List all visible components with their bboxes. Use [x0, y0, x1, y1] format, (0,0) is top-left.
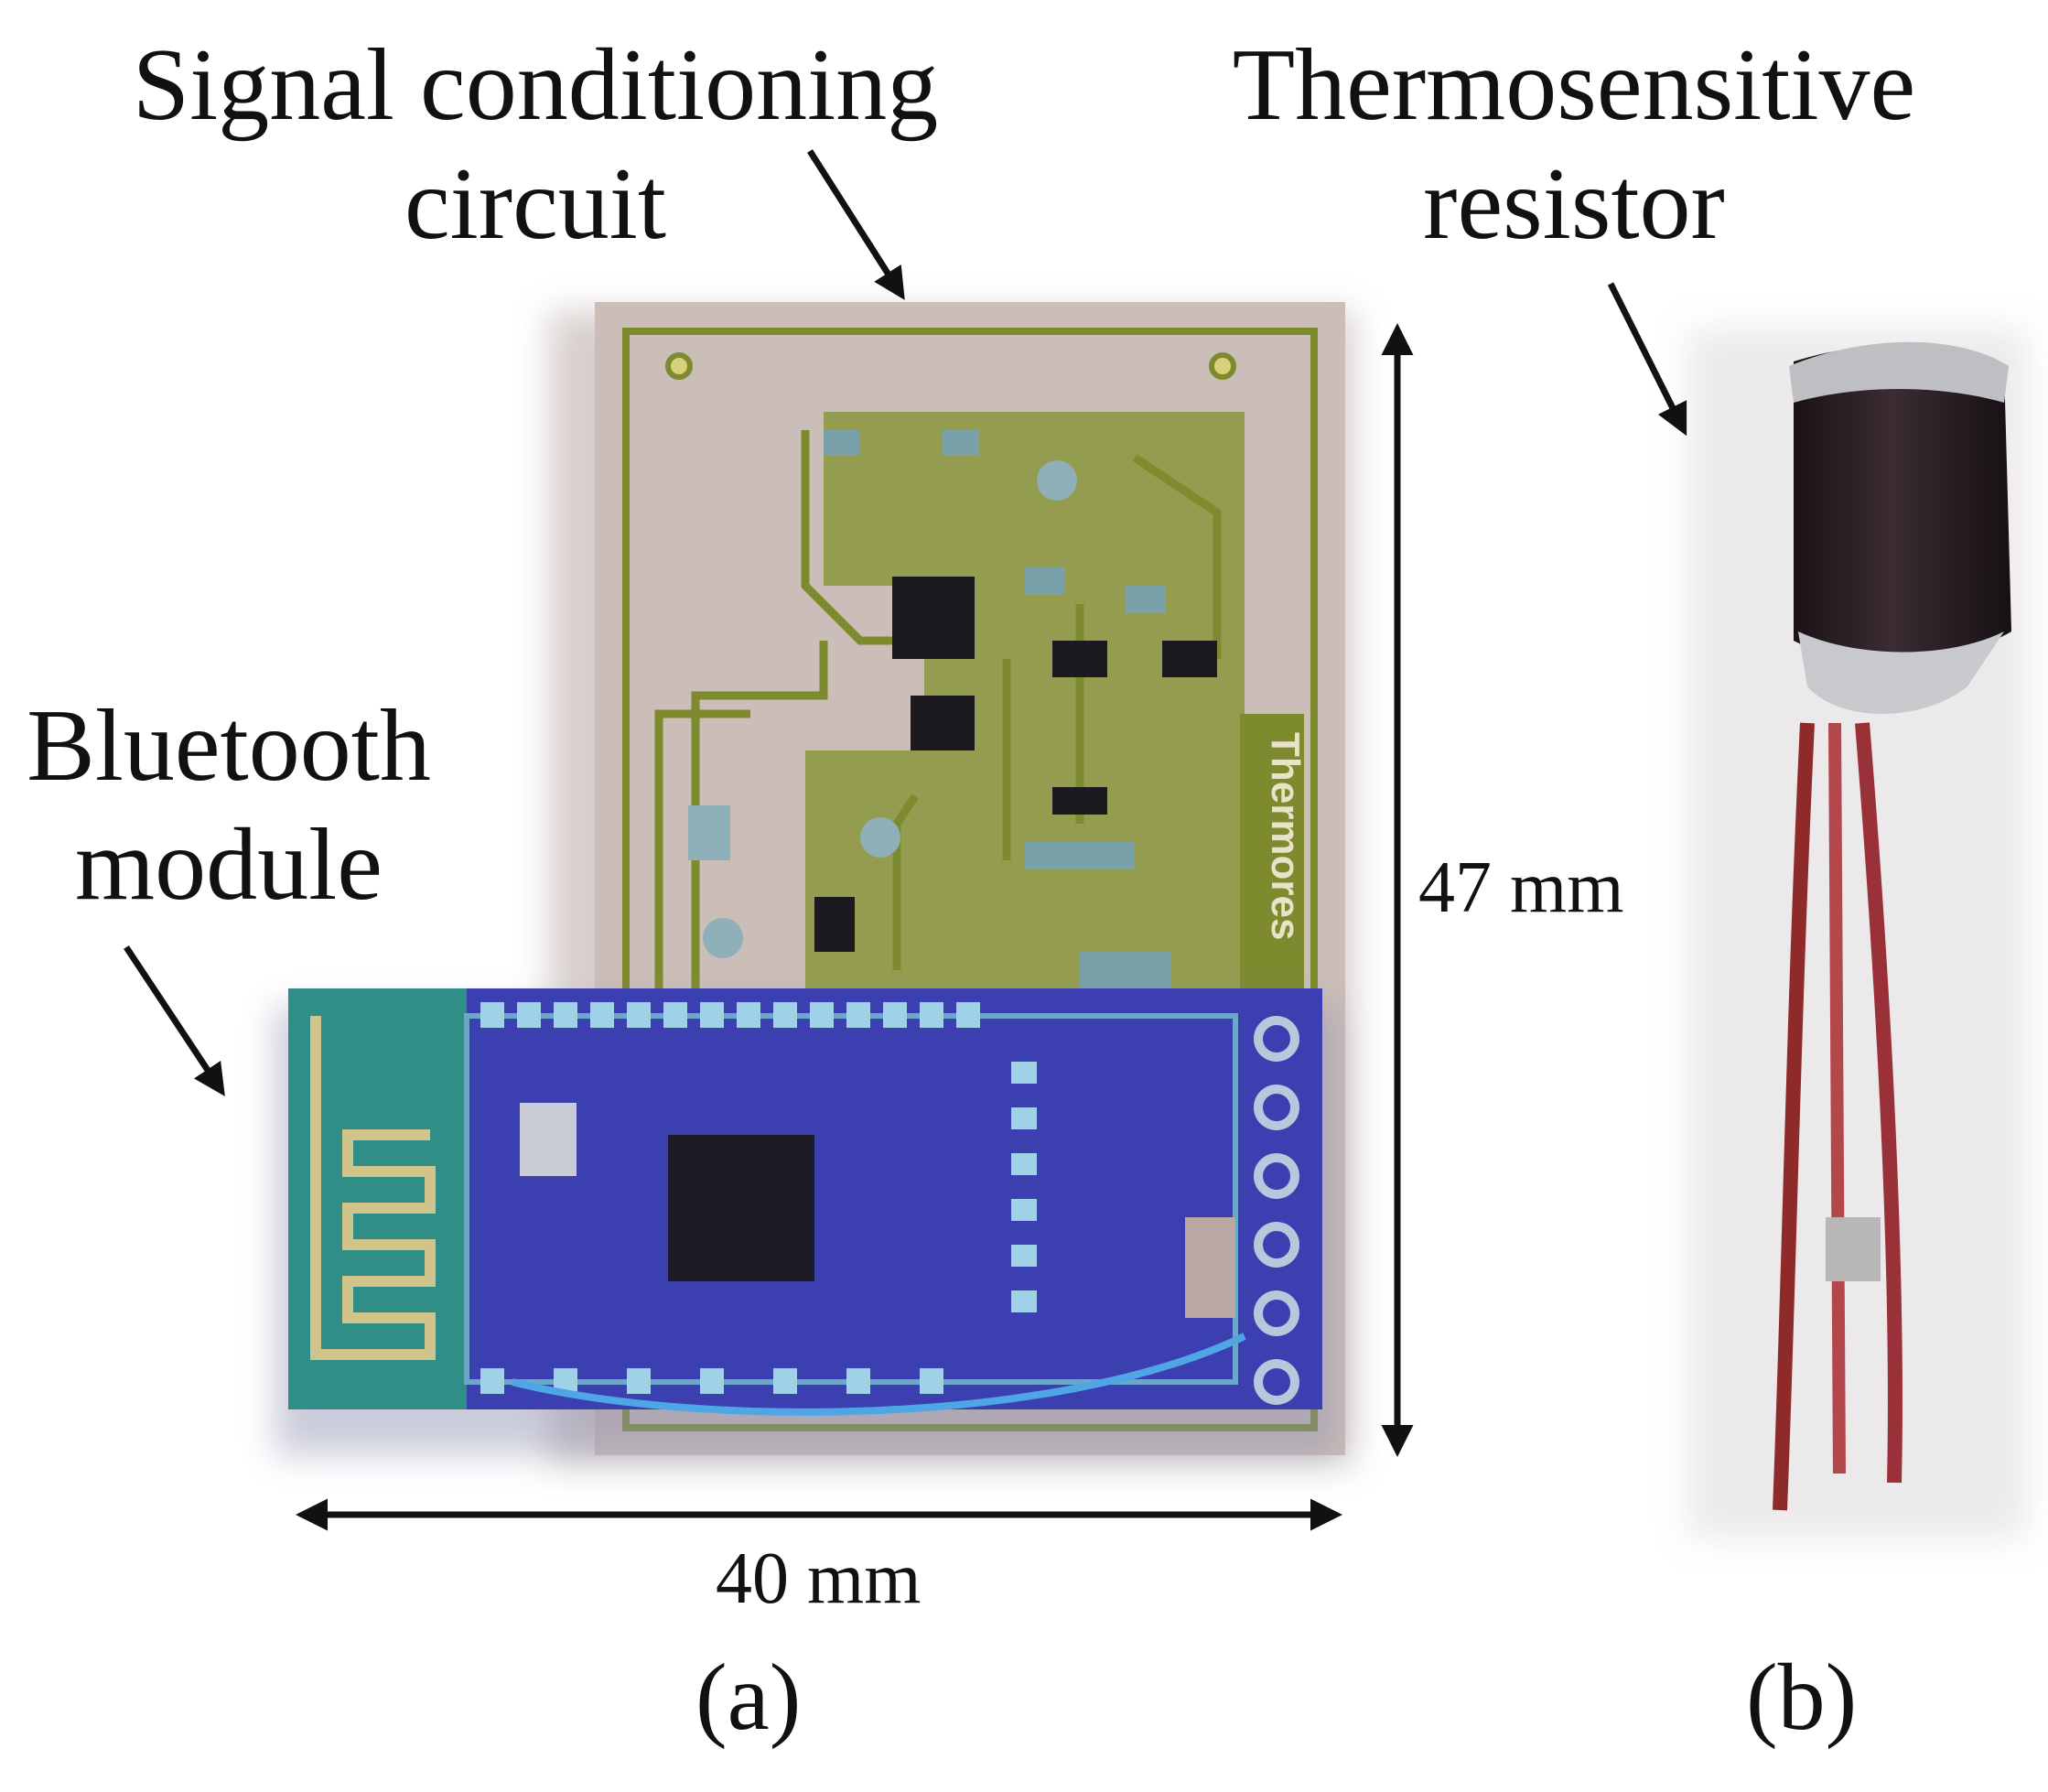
pcb-silkscreen-text: Thermores: [1263, 732, 1308, 940]
resistor-body: [1794, 344, 2011, 661]
signal-conditioning-pcb: Thermores: [549, 302, 1354, 1464]
resistor-sleeve: [1826, 1217, 1881, 1281]
mounting-hole: [1209, 352, 1236, 380]
width-dimension-label: 40 mm: [716, 1538, 922, 1619]
thermosensitive-resistor: [1688, 329, 2027, 1538]
mounting-hole: [665, 352, 693, 380]
annotation-arrows: [124, 149, 1687, 1531]
thermo-label-line2: resistor: [1423, 147, 1725, 261]
bluetooth-module: [275, 988, 1336, 1455]
bt-label-line2: module: [75, 808, 383, 922]
bt-antenna-trace: [310, 1016, 436, 1360]
bluetooth-arrow: [124, 945, 225, 1096]
bt-chip: [668, 1135, 814, 1281]
resistor-solder-bottom: [1798, 632, 2004, 714]
bt-jumper-wire: [512, 1333, 1246, 1416]
panel-b-label: (b): [1746, 1645, 1858, 1750]
thermo-resistor-arrow: [1607, 282, 1687, 437]
resistor-wire: [1773, 722, 1815, 1511]
bt-label-line1: Bluetooth: [27, 689, 431, 803]
bt-castellated-pads: [480, 1002, 1037, 1394]
resistor-wire: [1828, 722, 1846, 1474]
height-dimension-label: 47 mm: [1418, 847, 1624, 928]
signal-conditioning-label: Signal conditioning circuit: [124, 26, 947, 264]
panel-a-label: (a): [695, 1645, 802, 1750]
thermosensitive-resistor-label: Thermosensitive resistor: [1217, 26, 1931, 264]
signal-label-line1: Signal conditioning: [132, 28, 939, 142]
bluetooth-module-label: Bluetooth module: [9, 686, 448, 924]
bt-header-pins: [1254, 1016, 1299, 1405]
signal-label-line2: circuit: [404, 147, 667, 261]
bt-crystal: [520, 1103, 577, 1176]
pcb-components: [688, 430, 1217, 988]
resistor-solder-top: [1789, 341, 2009, 403]
bt-regulator: [1185, 1217, 1235, 1318]
resistor-wire: [1855, 722, 1902, 1484]
signal-circuit-arrow: [807, 149, 905, 300]
silkscreen-strip: [1240, 714, 1304, 988]
thermo-label-line1: Thermosensitive: [1232, 28, 1916, 142]
